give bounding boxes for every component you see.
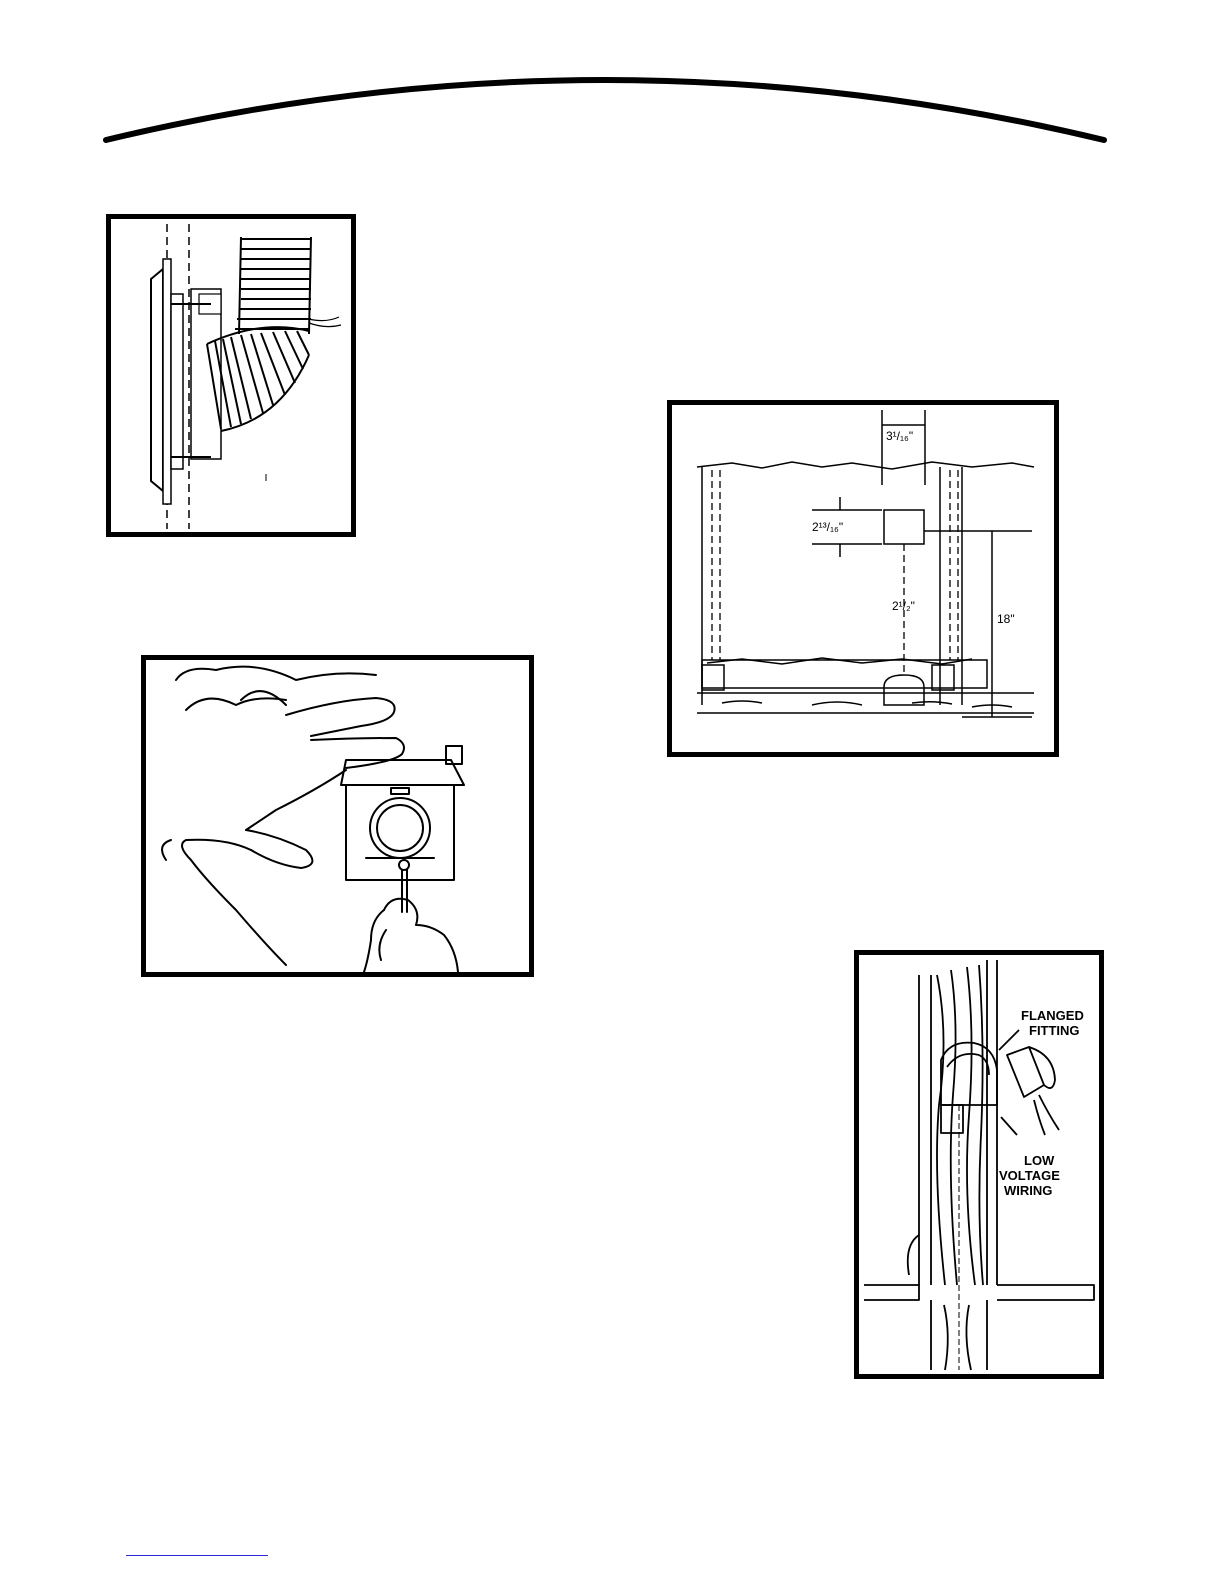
flanged-fitting-illustration: FLANGED FITTING LOW VOLTAGE WIRING [859,955,1099,1374]
wall-dimensions-figure: 3¹/₁₆" 2¹³/₁₆" 2¹/₂" 18" [667,400,1059,757]
label-voltage: VOLTAGE [999,1168,1060,1183]
duct-connection-illustration [111,219,351,532]
footer-rule [126,1555,268,1556]
screwdriver-mounting-figure [141,655,534,977]
dim-height: 2¹³/₁₆" [812,520,843,534]
label-wiring: WIRING [1004,1183,1052,1198]
screwdriver-mounting-illustration [146,660,529,972]
dim-offset: 2¹/₂" [892,599,915,613]
wall-dimensions-illustration: 3¹/₁₆" 2¹³/₁₆" 2¹/₂" 18" [672,405,1054,752]
duct-connection-figure [106,214,356,537]
dim-width: 3¹/₁₆" [886,429,913,443]
label-fitting: FITTING [1029,1023,1080,1038]
header-arc [0,0,1224,170]
label-low: LOW [1024,1153,1055,1168]
dim-floor-height: 18" [997,612,1015,626]
flanged-fitting-figure: FLANGED FITTING LOW VOLTAGE WIRING [854,950,1104,1379]
label-flanged: FLANGED [1021,1008,1084,1023]
